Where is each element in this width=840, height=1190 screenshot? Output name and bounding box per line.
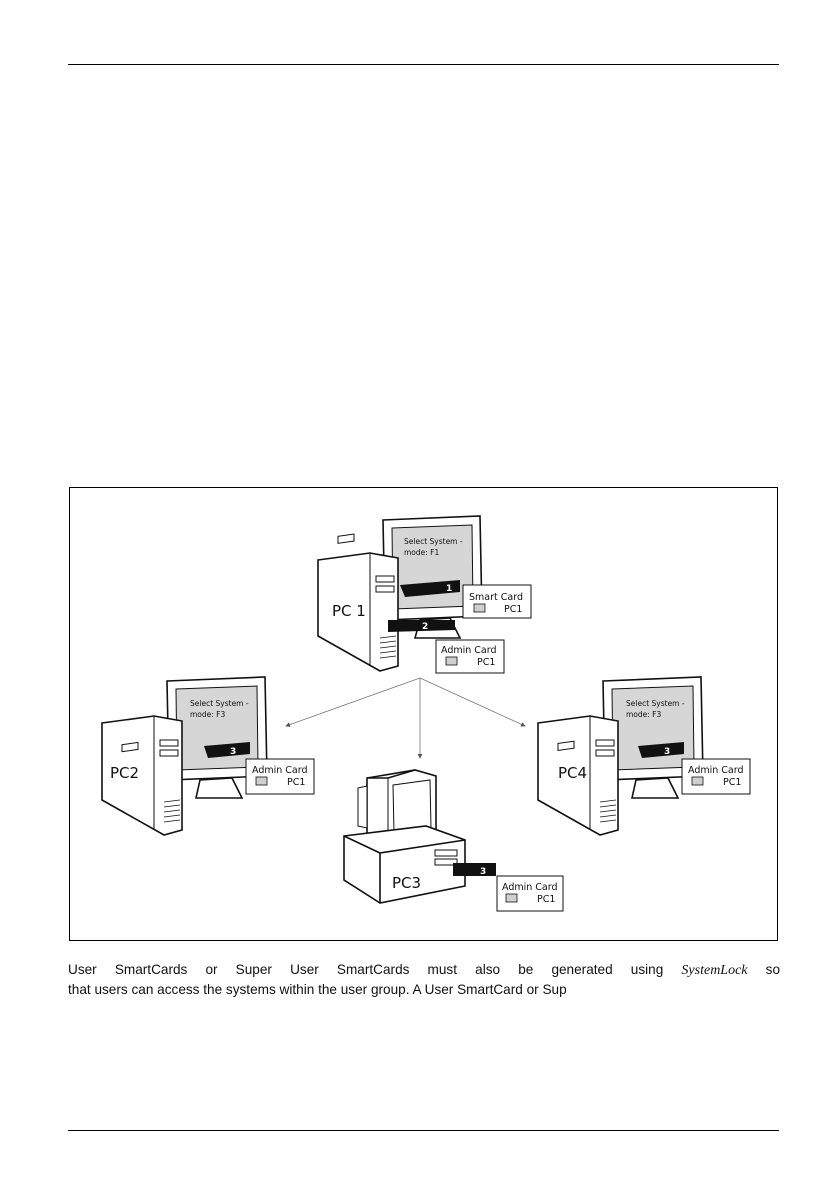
pc1-screen-text: Select System - mode: F1: [404, 537, 463, 557]
pc1-label: PC 1: [332, 602, 366, 620]
body-line-1: User SmartCards or Super User SmartCards…: [68, 962, 780, 978]
footer-rule: [68, 1130, 779, 1131]
pc4-label: PC4: [558, 764, 587, 782]
header-rule: [68, 64, 779, 65]
pc3-card-title: Admin Card: [502, 882, 558, 893]
pc1-screen-line1: Select System -: [404, 537, 463, 546]
pc2-screen-line2: mode: F3: [190, 710, 225, 719]
pc2-step3-arrow: 3: [204, 742, 250, 758]
pc1-admin-card-pc: PC1: [477, 657, 495, 668]
pc3-step-number: 3: [480, 867, 486, 877]
diagram-canvas: Select System - mode: F1 PC 1 1 2 Smart …: [101, 515, 751, 912]
pc4-screen-line1: Select System -: [626, 699, 685, 708]
pc2-label: PC2: [110, 764, 139, 782]
pc3-label: PC3: [392, 874, 421, 892]
pc1-step1-arrow: 1: [400, 580, 460, 597]
pc1-admin-card-title: Admin Card: [441, 645, 497, 656]
pc1-smart-card-pc: PC1: [504, 604, 522, 615]
connector-arrows: [285, 677, 526, 759]
pc3-card-pc: PC1: [537, 894, 555, 905]
pc2-card-title: Admin Card: [252, 765, 308, 776]
pc2-admin-card: Admin Card PC1: [245, 758, 315, 795]
pc1-smart-card: Smart Card PC1: [462, 584, 532, 619]
pc4-step-number: 3: [664, 747, 670, 757]
pc3-workstation: [343, 769, 466, 904]
pc4-step3-arrow: 3: [638, 742, 684, 758]
pc2-card-pc: PC1: [287, 777, 305, 788]
pc4-workstation: [537, 676, 704, 836]
body-paragraph: User SmartCards or Super User SmartCards…: [68, 960, 780, 999]
pc3-admin-card: Admin Card PC1: [496, 875, 564, 912]
systemlock-term: SystemLock: [681, 963, 748, 978]
smartcard-distribution-diagram: Select System - mode: F1 PC 1 1 2 Smart …: [69, 487, 778, 941]
pc4-card-title: Admin Card: [688, 765, 744, 776]
pc4-card-pc: PC1: [723, 777, 741, 788]
pc1-step2-arrow: 2: [388, 620, 455, 632]
pc2-step-number: 3: [230, 747, 236, 757]
pc4-screen-line2: mode: F3: [626, 710, 661, 719]
pc1-screen-line2: mode: F1: [404, 548, 439, 557]
pc3-step3-arrow: 3: [453, 863, 496, 877]
pc1-smart-card-title: Smart Card: [469, 592, 523, 603]
pc1-step1-number: 1: [446, 584, 452, 594]
pc1-admin-card: Admin Card PC1: [435, 639, 505, 674]
body-line-2: that users can access the systems within…: [68, 982, 567, 997]
pc4-admin-card: Admin Card PC1: [681, 758, 751, 795]
pc2-screen-line1: Select System -: [190, 699, 249, 708]
pc1-step2-number: 2: [422, 622, 428, 632]
